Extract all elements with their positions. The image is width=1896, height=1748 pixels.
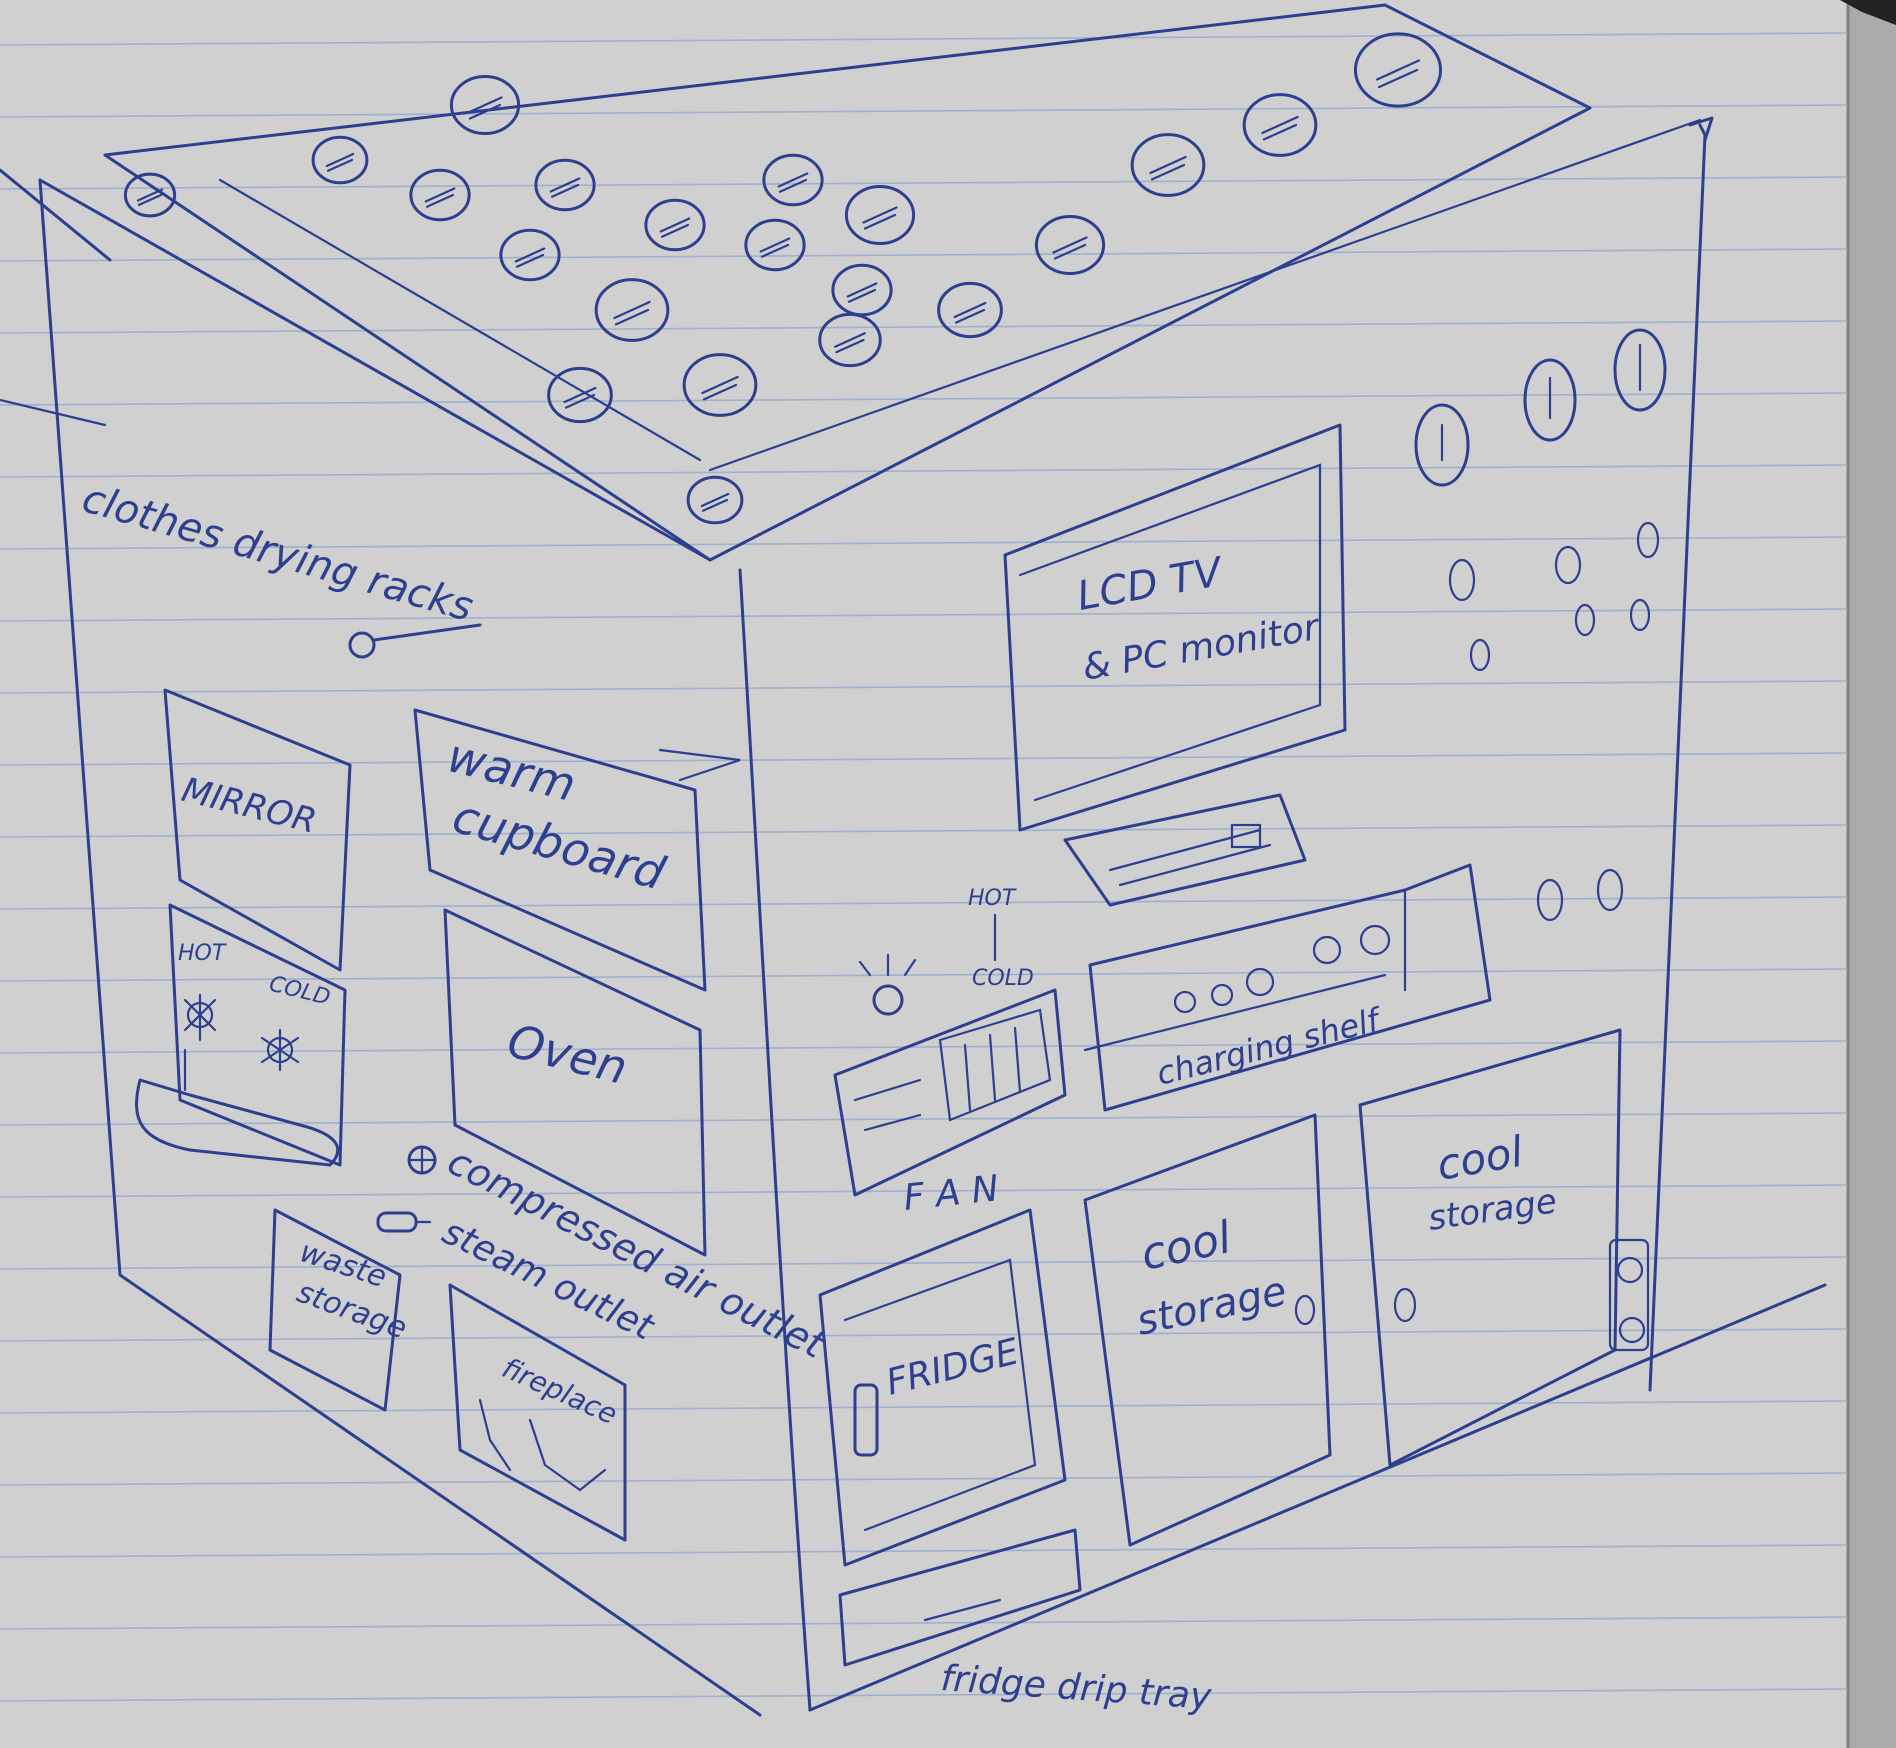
steam-outlet-icon xyxy=(376,1211,432,1233)
ruled-line xyxy=(0,1328,1849,1342)
ceiling-light-icon xyxy=(831,263,893,317)
ceiling-light-icon xyxy=(744,218,806,272)
fan: F A N HOT COLD xyxy=(833,886,1067,1219)
hot-tap-icon xyxy=(183,993,217,1042)
fan-label: F A N xyxy=(902,1168,1001,1219)
ceiling-light-icon xyxy=(1034,215,1106,275)
ceiling-light-icon xyxy=(682,353,758,417)
ruled-line xyxy=(0,1184,1849,1198)
wall-controls xyxy=(1414,328,1667,922)
ruled-line xyxy=(0,752,1849,766)
ruled-line xyxy=(0,1544,1849,1558)
ceiling-light-icon xyxy=(594,278,670,342)
ruled-line xyxy=(0,464,1849,478)
page-edge xyxy=(1848,0,1896,1748)
ceiling-light-icon xyxy=(762,153,824,207)
wall-button-icon xyxy=(1596,868,1624,912)
fan-cold-label: COLD xyxy=(972,966,1034,991)
ceiling-light-icon xyxy=(311,135,369,185)
wall-button-icon xyxy=(1636,521,1660,559)
fan-hot-label: HOT xyxy=(968,886,1017,911)
ceiling-light-icon xyxy=(1242,93,1318,157)
wall-button-icon xyxy=(1536,878,1564,922)
ruled-line xyxy=(0,1256,1849,1270)
lamp-icon xyxy=(858,953,917,1016)
ruled-line xyxy=(0,680,1849,694)
wall-button-icon xyxy=(1629,598,1651,632)
ceiling-light-icon xyxy=(534,158,596,212)
sink-hot-label: HOT xyxy=(178,941,227,966)
wall-button-icon xyxy=(1448,558,1476,602)
wall-dial-icon xyxy=(1523,358,1577,442)
ceiling-light-icon xyxy=(686,475,744,525)
ceiling-light-icon xyxy=(409,168,471,222)
ruled-line xyxy=(0,392,1849,406)
ruled-line xyxy=(0,1616,1849,1630)
ruled-line xyxy=(0,896,1849,910)
ruled-line xyxy=(0,608,1849,622)
ruled-line xyxy=(0,824,1849,838)
wall-dial-icon xyxy=(1613,328,1667,412)
ceiling-light-icon xyxy=(818,312,882,368)
ruled-line xyxy=(0,1040,1849,1054)
ceiling-light-icon xyxy=(644,198,706,252)
ceiling-light-icon xyxy=(123,172,177,218)
wall-button-icon xyxy=(1574,603,1596,637)
ruled-line xyxy=(0,536,1849,550)
ceiling-light-icon xyxy=(499,228,561,282)
ceiling-light-icon xyxy=(449,75,521,135)
ruled-line xyxy=(0,1112,1849,1126)
ceiling-light-icon xyxy=(547,366,613,424)
ceiling-lights xyxy=(123,32,1443,525)
ruled-line xyxy=(0,968,1849,982)
ruled-line xyxy=(0,104,1849,118)
keyboard-shelf xyxy=(1063,793,1307,907)
wall-dial-icon xyxy=(1414,403,1470,487)
ruled-line xyxy=(0,1688,1849,1702)
ruled-line xyxy=(0,1472,1849,1486)
wall-button-icon xyxy=(1554,545,1582,585)
ceiling-light-icon xyxy=(1130,133,1206,197)
cold-tap-icon xyxy=(260,1028,300,1072)
room-frame xyxy=(0,3,1827,1717)
compressed-air-outlet-icon xyxy=(407,1145,437,1175)
ruled-line xyxy=(0,248,1849,262)
wall-button-icon xyxy=(1469,638,1491,672)
ruled-line xyxy=(0,32,1849,46)
ceiling-light-icon xyxy=(844,185,916,245)
sink: HOT COLD xyxy=(135,903,347,1167)
ruled-lines xyxy=(0,32,1849,1702)
ceiling-light-icon xyxy=(1353,32,1443,108)
ceiling-light-icon xyxy=(937,281,1003,339)
ruled-line xyxy=(0,176,1849,190)
